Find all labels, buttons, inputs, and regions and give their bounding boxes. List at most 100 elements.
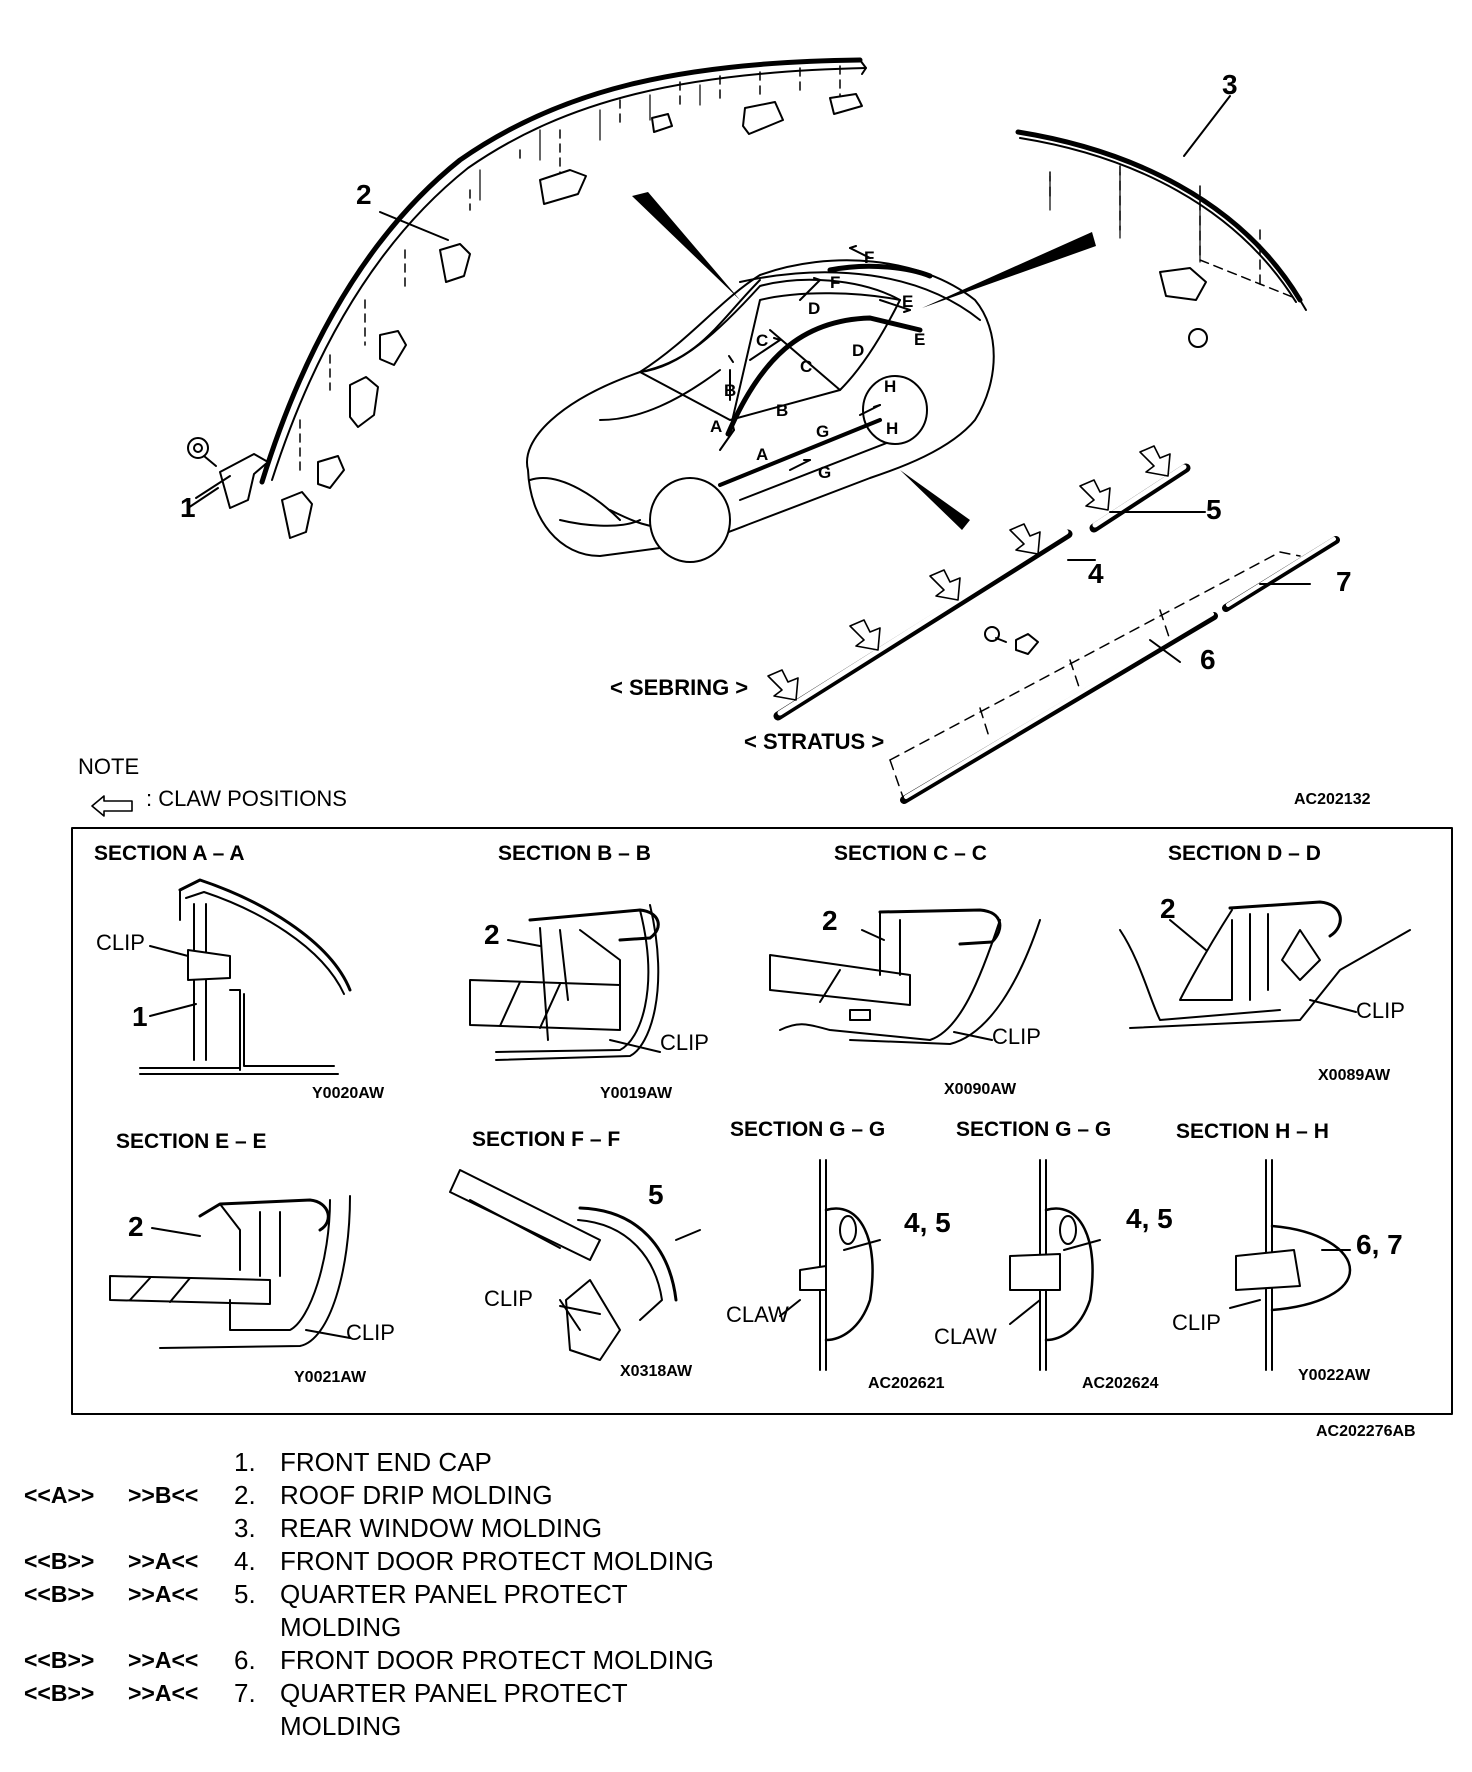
section-c-drawing [769, 908, 1041, 1045]
section-code-d: X0089AW [1318, 1067, 1391, 1084]
letter-h1: H [884, 377, 896, 396]
section-d-drawing [1119, 900, 1411, 1029]
legend-number: 3. [234, 1513, 256, 1543]
legend-removal-ref: <<B>> [24, 1647, 95, 1673]
callout-2: 2 [356, 179, 372, 210]
label-g1-claw: CLAW [726, 1302, 789, 1327]
side-moldings-sebring-drawing [767, 445, 1191, 721]
legend-install-ref: >>A<< [128, 1548, 199, 1574]
section-title-a: SECTION A – A [94, 842, 245, 865]
legend-install-ref: >>A<< [128, 1647, 199, 1673]
letter-b1: B [724, 381, 736, 400]
label-d-2: 2 [1160, 893, 1176, 924]
front-end-cap-drawing [187, 437, 269, 509]
section-title-b: SECTION B – B [498, 842, 651, 865]
letter-a1: A [710, 417, 722, 436]
legend-number: 2. [234, 1480, 256, 1510]
letter-c1: C [756, 331, 768, 350]
legend-number: 6. [234, 1645, 256, 1675]
section-code-b: Y0019AW [600, 1085, 673, 1102]
legend-number: 5. [234, 1579, 256, 1609]
label-c-clip: CLIP [992, 1024, 1041, 1049]
legend-removal-ref: <<B>> [24, 1680, 95, 1706]
callout-7: 7 [1336, 566, 1352, 597]
callout-6: 6 [1200, 644, 1216, 675]
letter-c2: C [800, 357, 812, 376]
legend-install-ref: >>A<< [128, 1680, 199, 1706]
letter-d1: D [808, 299, 820, 318]
section-e-drawing [109, 1195, 351, 1349]
legend-part-name: FRONT DOOR PROTECT MOLDING [280, 1645, 714, 1675]
letter-g2: G [818, 463, 831, 482]
label-c-2: 2 [822, 905, 838, 936]
legend-removal-ref: <<B>> [24, 1548, 95, 1574]
section-code-e: Y0021AW [294, 1369, 367, 1386]
car-body-drawing [526, 245, 995, 563]
label-b-2: 2 [484, 919, 500, 950]
callout-3: 3 [1222, 69, 1238, 100]
figure-code-top: AC202132 [1294, 791, 1371, 808]
section-f-drawing [449, 1169, 678, 1361]
letter-a2: A [756, 445, 768, 464]
section-title-d: SECTION D – D [1168, 842, 1321, 865]
letter-f1: F [864, 248, 874, 267]
section-title-f: SECTION F – F [472, 1128, 620, 1151]
section-code-g2: AC202624 [1082, 1375, 1159, 1392]
variant-stratus: < STRATUS > [744, 729, 884, 754]
section-code-a: Y0020AW [312, 1085, 385, 1102]
label-d-clip: CLIP [1356, 998, 1405, 1023]
letter-g1: G [816, 422, 829, 441]
letter-d2: D [852, 341, 864, 360]
legend-number: 7. [234, 1678, 256, 1708]
legend-number: 1. [234, 1447, 256, 1477]
label-a-1: 1 [132, 1001, 148, 1032]
section-h-drawing [1235, 1159, 1352, 1371]
callout-5: 5 [1206, 494, 1222, 525]
variant-sebring: < SEBRING > [610, 675, 748, 700]
label-h-67: 6, 7 [1356, 1229, 1403, 1260]
label-e-clip: CLIP [346, 1320, 395, 1345]
legend-removal-ref: <<B>> [24, 1581, 95, 1607]
legend-install-ref: >>B<< [128, 1482, 199, 1508]
note-title: NOTE [78, 754, 139, 779]
legend-part-name: ROOF DRIP MOLDING [280, 1480, 553, 1510]
label-g2-45: 4, 5 [1126, 1203, 1173, 1234]
legend-part-name: FRONT END CAP [280, 1447, 492, 1477]
side-moldings-stratus-drawing [889, 536, 1340, 804]
roof-drip-molding-drawing [259, 57, 867, 539]
legend-removal-ref: <<A>> [24, 1482, 95, 1508]
section-code-c: X0090AW [944, 1081, 1017, 1098]
legend-part-name: REAR WINDOW MOLDING [280, 1513, 603, 1543]
legend-part-name: QUARTER PANEL PROTECT [280, 1678, 628, 1708]
section-code-f: X0318AW [620, 1363, 693, 1380]
label-h-clip: CLIP [1172, 1310, 1221, 1335]
legend-number: 4. [234, 1546, 256, 1576]
label-a-clip: CLIP [96, 930, 145, 955]
callout-1: 1 [180, 492, 196, 523]
section-title-c: SECTION C – C [834, 842, 987, 865]
letter-h2: H [886, 419, 898, 438]
label-b-clip: CLIP [660, 1030, 709, 1055]
section-g1-drawing [799, 1159, 874, 1371]
section-title-g1: SECTION G – G [730, 1118, 885, 1141]
legend-part-name: FRONT DOOR PROTECT MOLDING [280, 1546, 714, 1576]
letter-e2: E [914, 330, 925, 349]
section-title-e: SECTION E – E [116, 1130, 267, 1153]
section-g2-drawing [1009, 1159, 1094, 1371]
section-b-drawing [469, 904, 660, 1061]
label-g2-claw: CLAW [934, 1324, 997, 1349]
note-text: : CLAW POSITIONS [146, 786, 347, 811]
section-title-g2: SECTION G – G [956, 1118, 1111, 1141]
letter-e1: E [902, 292, 913, 311]
label-e-2: 2 [128, 1211, 144, 1242]
legend-part-name: QUARTER PANEL PROTECT [280, 1579, 628, 1609]
exploded-diagram: 1 2 3 4 5 6 7 A A B B C C D D E E F F G … [71, 57, 1453, 1440]
section-code-h: Y0022AW [1298, 1367, 1371, 1384]
figure-code-bottom: AC202276AB [1316, 1423, 1416, 1440]
rear-window-molding-drawing [1015, 129, 1307, 348]
section-code-g1: AC202621 [868, 1375, 945, 1392]
legend-install-ref: >>A<< [128, 1581, 199, 1607]
label-f-clip: CLIP [484, 1286, 533, 1311]
label-g1-45: 4, 5 [904, 1207, 951, 1238]
legend-part-name-cont: MOLDING [280, 1711, 402, 1741]
